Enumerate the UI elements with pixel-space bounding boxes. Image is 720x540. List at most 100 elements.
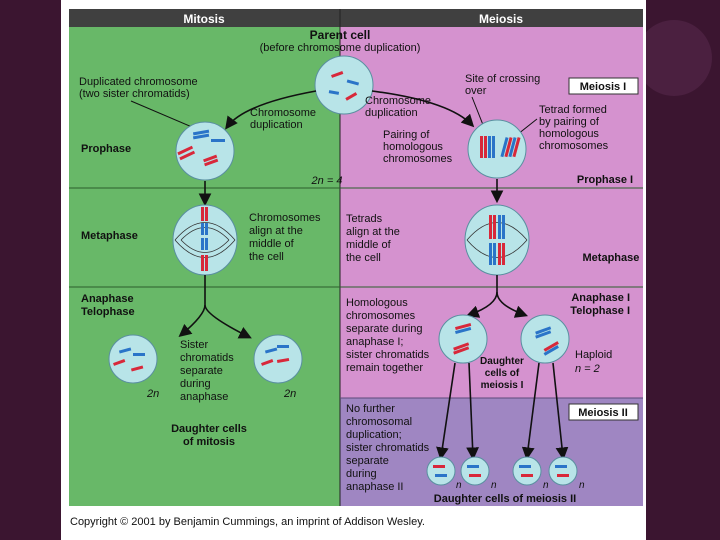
label-2n-left: 2n <box>146 388 159 400</box>
label-2n-equals-4: 2n = 4 <box>311 175 343 187</box>
svg-text:middle of: middle of <box>249 238 295 250</box>
svg-text:chromosomes: chromosomes <box>383 153 453 165</box>
note-tetrads-align: Tetrads align at the middle of the cell <box>346 213 400 264</box>
meiosis-metaphase-cell <box>464 204 530 276</box>
label-2n-right: 2n <box>283 388 296 400</box>
svg-text:Telophase: Telophase <box>81 306 135 318</box>
svg-text:Tetrad formed: Tetrad formed <box>539 104 607 116</box>
svg-text:chromosomes: chromosomes <box>346 310 416 322</box>
background-decoration-circle <box>636 20 712 96</box>
svg-text:sister chromatids: sister chromatids <box>346 349 430 361</box>
header-bar <box>69 9 643 27</box>
note-chromosome-duplication-right: Chromosome duplication <box>365 95 431 119</box>
label-prophase: Prophase <box>81 143 131 155</box>
svg-text:over: over <box>465 85 487 97</box>
svg-text:during: during <box>346 468 377 480</box>
label-haploid: Haploid n = 2 <box>575 349 612 375</box>
svg-text:Tetrads: Tetrads <box>346 213 383 225</box>
meiosis-ii-daughter-cell-4 <box>548 456 578 486</box>
svg-text:Chromosomes: Chromosomes <box>249 212 321 224</box>
label-prophase-i: Prophase I <box>577 174 633 186</box>
svg-text:chromatids: chromatids <box>180 352 234 364</box>
label-n-3: n <box>543 480 549 491</box>
label-daughter-cells-mitosis: Daughter cells of mitosis <box>171 423 247 448</box>
svg-text:Duplicated chromosome: Duplicated chromosome <box>79 76 198 88</box>
mitosis-prophase-cell <box>175 121 235 181</box>
svg-text:sister chromatids: sister chromatids <box>346 442 430 454</box>
note-duplicated-chromosome: Duplicated chromosome (two sister chroma… <box>79 76 198 100</box>
label-anaphase-telophase: Anaphase Telophase <box>81 293 135 318</box>
note-sister-chromatids-separate: Sister chromatids separate during anapha… <box>180 339 234 403</box>
note-homologous-separate: Homologous chromosomes separate during a… <box>346 297 430 374</box>
pointer-duplicated-chromosome <box>130 100 200 131</box>
svg-text:of mitosis: of mitosis <box>183 436 235 448</box>
label-n-2: n <box>491 480 497 491</box>
mitosis-header: Mitosis <box>183 12 225 26</box>
note-no-further-duplication: No further chromosomal duplication; sist… <box>346 403 430 493</box>
svg-text:Anaphase: Anaphase <box>81 293 134 305</box>
arrow-meiosis-ii-4 <box>552 362 569 461</box>
arrow-parent-to-meiosis <box>371 90 475 128</box>
meiosis-i-daughter-cell-left <box>438 314 488 364</box>
svg-text:during: during <box>180 378 211 390</box>
note-crossing-over: Site of crossing over <box>465 73 540 97</box>
meiosis-prophase-cell <box>467 119 527 179</box>
meiosis-i-daughter-cell-right <box>520 314 570 364</box>
svg-text:duplication: duplication <box>250 119 303 131</box>
meiosis-ii-daughter-cell-1 <box>426 456 456 486</box>
svg-text:anaphase I;: anaphase I; <box>346 336 404 348</box>
badge-meiosis-i: Meiosis I <box>568 77 639 95</box>
svg-text:middle of: middle of <box>346 239 392 251</box>
arrow-parent-to-mitosis <box>225 90 317 130</box>
parent-cell-subtitle: (before chromosome duplication) <box>260 42 421 54</box>
label-metaphase-i: Metaphase I <box>583 252 643 264</box>
arrow-meiosis-right-daughter <box>496 291 529 318</box>
parent-cell-title: Parent cell <box>310 28 371 42</box>
svg-text:remain together: remain together <box>346 362 423 374</box>
svg-text:Daughter: Daughter <box>480 356 524 367</box>
svg-text:(two sister chromatids): (two sister chromatids) <box>79 88 190 100</box>
svg-text:chromosomal: chromosomal <box>346 416 412 428</box>
svg-text:Homologous: Homologous <box>346 297 408 309</box>
svg-text:Site of crossing: Site of crossing <box>465 73 540 85</box>
label-metaphase: Metaphase <box>81 230 138 242</box>
svg-text:Telophase I: Telophase I <box>570 305 630 317</box>
note-chromosome-duplication-left: Chromosome duplication <box>250 107 316 131</box>
svg-text:Haploid: Haploid <box>575 349 612 361</box>
label-anaphase-i-telophase-i: Anaphase I Telophase I <box>570 292 630 317</box>
mitosis-metaphase-cell <box>172 204 238 276</box>
svg-text:homologous: homologous <box>383 141 443 153</box>
svg-text:Pairing of: Pairing of <box>383 129 430 141</box>
svg-text:Meiosis II: Meiosis II <box>578 407 628 419</box>
label-daughter-cells-meiosis-i: Daughter cells of meiosis I <box>480 356 524 391</box>
note-chromosomes-align: Chromosomes align at the middle of the c… <box>249 212 321 263</box>
svg-text:homologous: homologous <box>539 128 599 140</box>
meiosis-ii-daughter-cell-2 <box>460 456 490 486</box>
svg-text:separate during: separate during <box>346 323 422 335</box>
svg-text:cells of: cells of <box>485 368 520 379</box>
arrow-meiosis-ii-2 <box>466 362 479 461</box>
svg-text:separate: separate <box>180 365 223 377</box>
mitosis-meiosis-diagram: Mitosis Meiosis Parent cell (before chro… <box>69 9 643 506</box>
svg-text:Chromosome: Chromosome <box>365 95 431 107</box>
svg-text:Sister: Sister <box>180 339 208 351</box>
svg-text:the cell: the cell <box>249 251 284 263</box>
svg-text:meiosis I: meiosis I <box>481 380 524 391</box>
svg-text:by pairing of: by pairing of <box>539 116 600 128</box>
meiosis-header: Meiosis <box>479 12 523 26</box>
svg-text:anaphase II: anaphase II <box>346 481 404 493</box>
svg-text:duplication: duplication <box>365 107 418 119</box>
meiosis-ii-daughter-cell-3 <box>512 456 542 486</box>
svg-text:Chromosome: Chromosome <box>250 107 316 119</box>
svg-text:align at the: align at the <box>249 225 303 237</box>
svg-text:Daughter cells: Daughter cells <box>171 423 247 435</box>
label-n-1: n <box>456 480 462 491</box>
badge-meiosis-ii: Meiosis II <box>568 403 639 421</box>
note-tetrad-formed: Tetrad formed by pairing of homologous c… <box>539 104 609 152</box>
parent-cell <box>314 55 374 115</box>
mitosis-daughter-cell-left <box>108 334 158 384</box>
svg-text:align at the: align at the <box>346 226 400 238</box>
svg-text:anaphase: anaphase <box>180 391 228 403</box>
svg-text:separate: separate <box>346 455 389 467</box>
svg-text:duplication;: duplication; <box>346 429 402 441</box>
